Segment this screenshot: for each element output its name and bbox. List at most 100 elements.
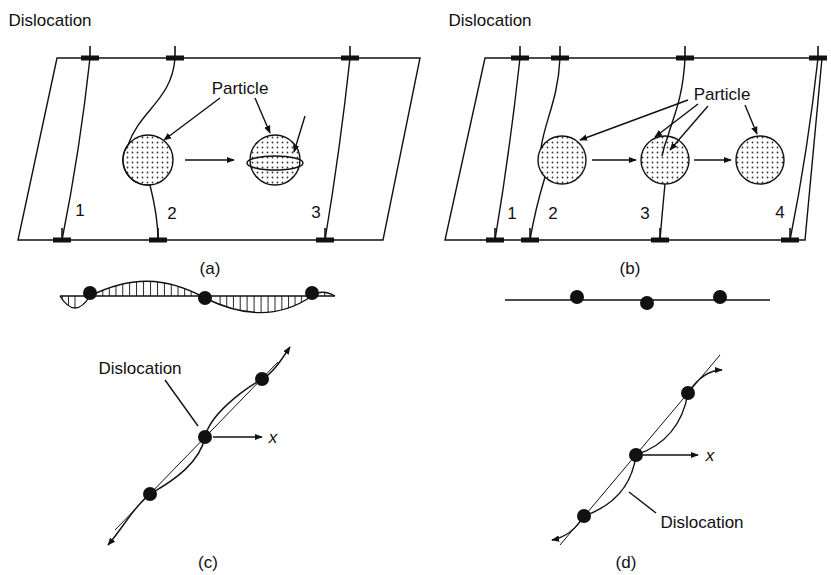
leader-arrow	[255, 98, 270, 133]
hatch-line	[136, 282, 137, 296]
hatch-line	[301, 296, 302, 302]
hatch-line	[171, 284, 172, 296]
hatch-line	[275, 296, 276, 312]
particle	[629, 448, 643, 462]
dislocation-line	[495, 58, 520, 240]
particle	[640, 296, 654, 310]
dislocation-line	[662, 136, 668, 156]
hatch-line	[143, 281, 144, 296]
motion-arrow	[592, 159, 636, 160]
dislocation-symbol	[789, 228, 791, 240]
dislocation-loop	[247, 156, 303, 170]
dislocation-symbol	[89, 46, 91, 58]
dislocation-symbol	[494, 228, 496, 240]
slip-plane	[445, 58, 822, 240]
hatch-line	[150, 281, 151, 296]
dislocation-line	[660, 184, 665, 240]
hatch-line	[115, 286, 116, 296]
particle	[641, 136, 689, 184]
motion-arrow	[694, 159, 731, 160]
slip-trace	[60, 295, 335, 296]
x-arrow	[643, 454, 698, 455]
particle	[198, 430, 212, 444]
dislocation-symbol	[349, 46, 351, 58]
particle	[538, 136, 586, 184]
dislocation-symbol	[519, 46, 521, 58]
particle	[570, 290, 584, 304]
hatch-line	[247, 296, 248, 312]
dislocation-symbol	[659, 228, 661, 240]
hatch-line	[122, 284, 123, 296]
axis-label: x	[706, 447, 715, 464]
panel-caption: (b)	[620, 260, 641, 277]
hatch-line	[62, 296, 63, 299]
dislocation-symbol	[529, 228, 531, 240]
hatch-line	[281, 296, 282, 310]
dislocation-symbol	[61, 228, 63, 240]
figure-label: Particle	[212, 80, 269, 97]
callout-number: 2	[548, 205, 557, 222]
leader-arrow	[745, 105, 757, 134]
dislocation-line	[325, 58, 350, 240]
hatch-line	[102, 290, 103, 296]
hatch-line	[240, 296, 241, 311]
particle	[577, 509, 591, 523]
particle	[143, 487, 157, 501]
dislocation-symbol	[684, 46, 686, 58]
callout-number: 3	[640, 205, 649, 222]
bowed-dislocation	[584, 455, 636, 516]
x-arrow	[213, 436, 262, 437]
particle	[250, 135, 300, 185]
dislocation-line	[530, 177, 545, 240]
particle	[305, 286, 319, 300]
figure-label: Particle	[694, 86, 751, 103]
slip-trace	[505, 299, 770, 300]
hatch-line	[184, 289, 185, 296]
dislocation-symbol	[559, 46, 561, 58]
hatch-line	[109, 288, 110, 296]
bowed-dislocation	[636, 393, 688, 455]
figure-label: Dislocation	[98, 360, 181, 377]
motion-arrow	[185, 159, 234, 160]
dislocation-line	[62, 58, 90, 240]
leader-arrow	[580, 100, 688, 140]
hatch-line	[288, 296, 289, 308]
particle	[123, 135, 173, 185]
figure-label: Dislocation	[8, 12, 91, 29]
particle	[681, 386, 695, 400]
panel-caption: (a)	[200, 260, 221, 277]
callout-number: 1	[507, 205, 516, 222]
particle	[198, 291, 212, 305]
hatch-line	[164, 283, 165, 296]
leader-arrow	[655, 104, 698, 137]
hatch-line	[254, 296, 255, 313]
hatch-line	[157, 282, 158, 296]
hatch-line	[268, 296, 269, 312]
dislocation-line	[108, 347, 290, 545]
dislocation-symbol	[817, 46, 819, 58]
dislocation-line	[541, 58, 560, 148]
panel-caption: (c)	[198, 554, 218, 571]
slip-plane	[18, 58, 420, 240]
hatch-line	[324, 292, 325, 296]
hatch-line	[226, 296, 227, 307]
hatch-line	[295, 296, 296, 305]
bowed-dislocation	[60, 281, 335, 313]
dislocation-symbol	[157, 228, 159, 240]
callout-number: 2	[167, 205, 176, 222]
dislocation-line	[790, 58, 818, 240]
callout-number: 1	[75, 202, 84, 219]
hatch-line	[129, 283, 130, 296]
figure-label: Dislocation	[448, 12, 531, 29]
leader-line	[629, 492, 656, 513]
particle	[713, 290, 727, 304]
hatch-line	[68, 296, 69, 306]
callout-number: 3	[311, 204, 320, 221]
leader-line	[165, 380, 198, 426]
figure-label: Dislocation	[660, 514, 743, 531]
hatch-line	[178, 286, 179, 296]
leader-arrow	[164, 98, 220, 140]
hatch-line	[233, 296, 234, 309]
particle	[83, 286, 97, 300]
